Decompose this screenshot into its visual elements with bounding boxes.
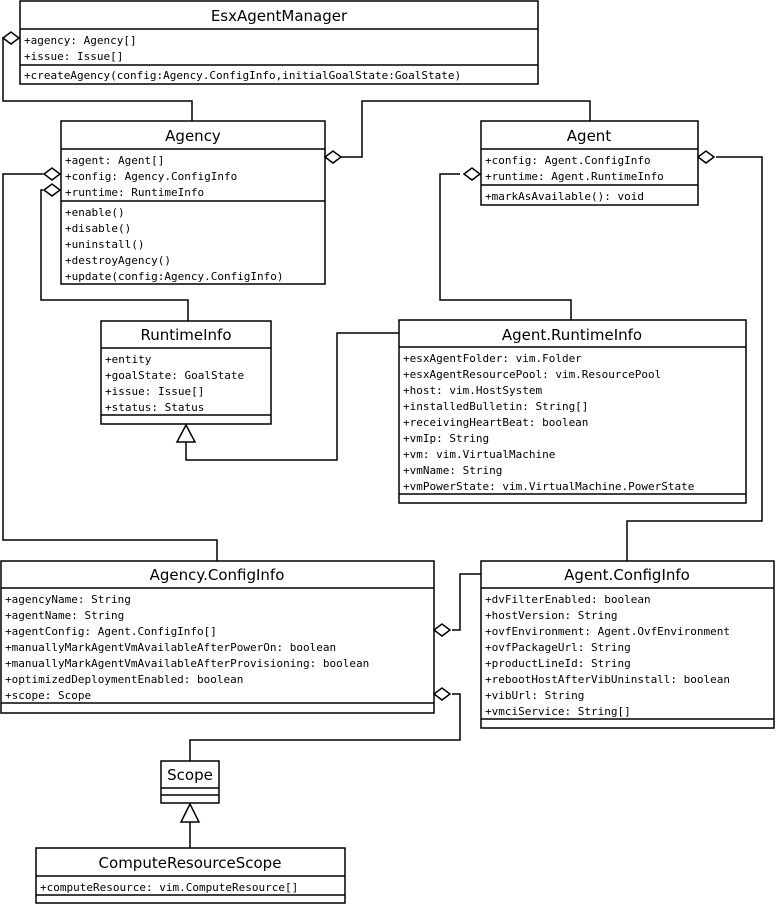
attribute: +esxAgentResourcePool: vim.ResourcePool <box>403 368 661 381</box>
attribute: +esxAgentFolder: vim.Folder <box>403 352 582 365</box>
attribute: +productLineId: String <box>485 657 631 670</box>
attribute: +scope: Scope <box>5 689 91 702</box>
attribute: +agentConfig: Agent.ConfigInfo[] <box>5 625 217 638</box>
attribute: +vmPowerState: vim.VirtualMachine.PowerS… <box>403 480 694 493</box>
class-name: Agency <box>165 127 221 145</box>
attribute: +dvFilterEnabled: boolean <box>485 593 651 606</box>
agency-runtime-aggregation-line <box>40 189 189 321</box>
agency-agent-aggregation-line <box>340 100 591 158</box>
attribute: +agency: Agency[] <box>24 34 137 47</box>
attribute: +receivingHeartBeat: boolean <box>403 416 588 429</box>
attribute: +rebootHostAfterVibUninstall: boolean <box>485 673 730 686</box>
attribute: +manuallyMarkAgentVmAvailableAfterProvis… <box>5 657 369 670</box>
operation: +disable() <box>65 222 131 235</box>
class-name: RuntimeInfo <box>140 326 231 344</box>
class-name: Agent.ConfigInfo <box>564 566 690 584</box>
attribute: +goalState: GoalState <box>105 369 244 382</box>
attribute: +optimizedDeploymentEnabled: boolean <box>5 673 243 686</box>
attribute: +installedBulletin: String[] <box>403 400 588 413</box>
attribute: +vmIp: String <box>403 432 489 445</box>
attribute: +config: Agency.ConfigInfo <box>65 170 237 183</box>
class-name: Scope <box>167 766 213 784</box>
attribute: +runtime: RuntimeInfo <box>65 186 204 199</box>
relationship-markers <box>1 31 716 823</box>
aggregation-diamond-icon <box>323 150 343 164</box>
attribute: +manuallyMarkAgentVmAvailableAfterPowerO… <box>5 641 336 654</box>
class-esxagentmanager: EsxAgentManager +agency: Agency[] +issue… <box>19 0 539 85</box>
class-agent: Agent +config: Agent.ConfigInfo +runtime… <box>480 120 699 206</box>
aggregation-diamond-icon <box>1 31 21 45</box>
attribute: +agencyName: String <box>5 593 131 606</box>
operation: +update(config:Agency.ConfigInfo) <box>65 270 284 283</box>
attribute: +computeResource: vim.ComputeResource[] <box>40 881 298 894</box>
aggregation-diamond-icon <box>462 167 482 181</box>
class-name: Agent <box>567 127 612 145</box>
operation: +enable() <box>65 206 125 219</box>
class-agency-configinfo: Agency.ConfigInfo +agencyName: String +a… <box>0 560 435 714</box>
attribute: +runtime: Agent.RuntimeInfo <box>485 170 664 183</box>
relationship-lines <box>2 37 763 848</box>
aggregation-diamond-icon <box>696 150 716 164</box>
agent-runtime-aggregation-line <box>439 173 572 320</box>
attribute: +vibUrl: String <box>485 689 584 702</box>
generalization-arrow-icon <box>179 802 201 823</box>
attribute: +vmciService: String[] <box>485 705 631 718</box>
attribute: +agent: Agent[] <box>65 154 164 167</box>
operation: +uninstall() <box>65 238 144 251</box>
aggregation-diamond-icon <box>42 167 62 181</box>
class-scope: Scope <box>160 760 220 804</box>
attribute: +ovfEnvironment: Agent.OvfEnvironment <box>485 625 730 638</box>
agencyconfig-scope-aggregation-line <box>189 693 461 761</box>
operation: +destroyAgency() <box>65 254 171 267</box>
class-name: Agency.ConfigInfo <box>150 566 285 584</box>
aggregation-diamond-icon <box>432 623 452 637</box>
class-name: EsxAgentManager <box>211 7 348 25</box>
class-computeresourcescope: ComputeResourceScope +computeResource: v… <box>35 847 346 904</box>
attribute: +hostVersion: String <box>485 609 617 622</box>
attribute: +vmName: String <box>403 464 502 477</box>
operation: +createAgency(config:Agency.ConfigInfo,i… <box>24 69 461 82</box>
attribute: +ovfPackageUrl: String <box>485 641 631 654</box>
generalization-arrow-icon <box>175 423 197 443</box>
agency-config-aggregation-line <box>2 173 218 561</box>
attribute: +vm: vim.VirtualMachine <box>403 448 555 461</box>
class-agency: Agency +agent: Agent[] +config: Agency.C… <box>60 120 326 285</box>
class-agent-configinfo: Agent.ConfigInfo +dvFilterEnabled: boole… <box>480 560 775 729</box>
agencyconfig-agentconfig-aggregation-line <box>452 573 481 631</box>
attribute: +status: Status <box>105 401 204 414</box>
attribute: +entity <box>105 353 152 366</box>
class-name: ComputeResourceScope <box>99 854 282 872</box>
operation: +markAsAvailable(): void <box>485 190 644 203</box>
aggregation-diamond-icon <box>42 183 62 197</box>
attribute: +config: Agent.ConfigInfo <box>485 154 651 167</box>
agent-config-aggregation-line <box>626 156 763 561</box>
class-runtimeinfo: RuntimeInfo +entity +goalState: GoalStat… <box>100 320 272 425</box>
attribute: +issue: Issue[] <box>105 385 204 398</box>
class-name: Agent.RuntimeInfo <box>502 326 642 344</box>
aggregation-diamond-icon <box>432 687 452 701</box>
agentruntime-generalization-line <box>185 332 399 461</box>
class-agent-runtimeinfo: Agent.RuntimeInfo +esxAgentFolder: vim.F… <box>398 319 747 504</box>
attribute: +issue: Issue[] <box>24 50 123 63</box>
attribute: +host: vim.HostSystem <box>403 384 542 397</box>
attribute: +agentName: String <box>5 609 124 622</box>
